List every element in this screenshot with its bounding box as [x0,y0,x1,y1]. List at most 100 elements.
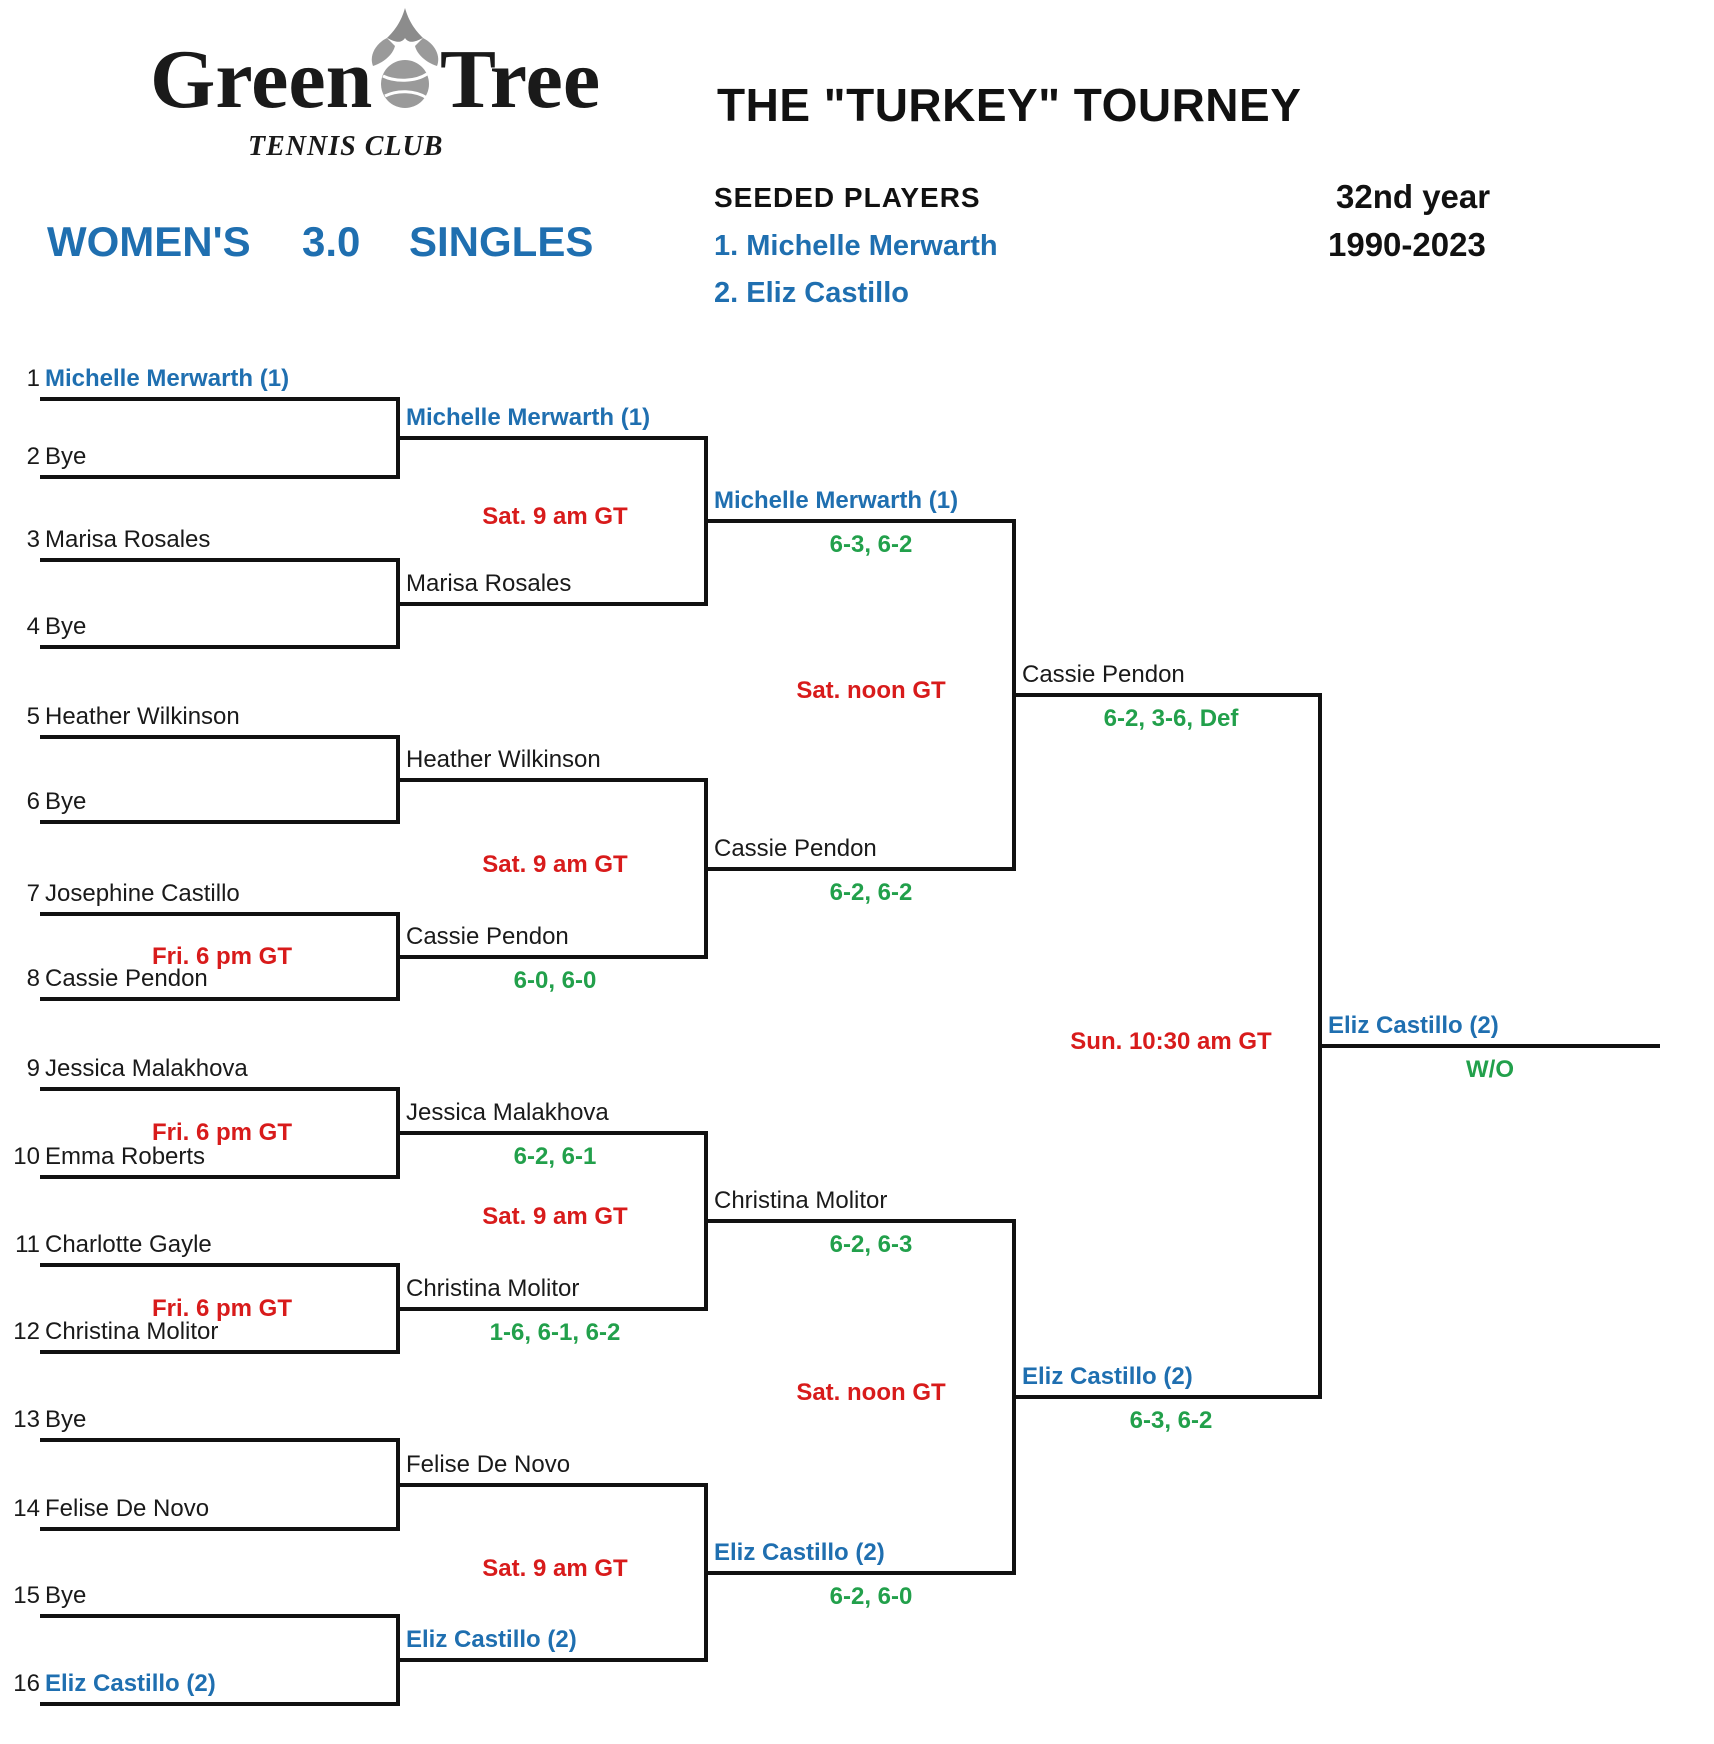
r1-slot-line [40,475,400,479]
r2-match-time: Sat. 9 am GT [482,503,628,530]
r2-slot-line [400,778,708,782]
r1-player-name: Bye [45,788,87,815]
final-connector [1318,693,1322,1399]
seeded-players-heading: SEEDED PLAYERS [714,182,981,213]
draw-position-number: 8 [26,965,40,992]
logo-word-green: Green [150,33,373,126]
r1-player-name: Bye [45,613,87,640]
r1-player-name: Michelle Merwarth (1) [45,365,290,392]
r2-match-time: Sat. 9 am GT [482,1554,628,1582]
draw-position-number: 3 [26,526,40,553]
qf-match-time: Sat. noon GT [796,1379,946,1406]
r1-player-name: Bye [45,443,87,470]
r1-player-name: Christina Molitor [45,1318,219,1345]
qf-slot-line [708,867,1016,871]
r1-player-name: Cassie Pendon [45,965,208,992]
draw-position-number: 7 [26,880,40,907]
r2-slot-line [400,955,708,959]
division-gender: WOMEN'S [47,218,251,265]
r1-match-connector [396,558,400,649]
qf-match-score: 6-2, 6-3 [829,1231,913,1258]
r1-player-name: Bye [45,1406,87,1433]
r2-slot-line [400,1307,708,1311]
r2-player-name: Michelle Merwarth (1) [406,404,651,431]
qf-match-connector [1012,1219,1016,1575]
r1-slot-line [40,558,400,562]
draw-position-number: 9 [26,1055,40,1082]
r1-slot-line [40,1087,400,1091]
qf-player-name: Christina Molitor [714,1187,888,1214]
qf-match-score: 6-2, 6-2 [829,879,913,906]
sf-match-score: 6-3, 6-2 [1129,1407,1213,1434]
r1-match-time: Fri. 6 pm GT [151,1294,292,1322]
r1-slot-line [40,1175,400,1179]
r1-match-time: Fri. 6 pm GT [151,1119,292,1146]
qf-match-score: 6-3, 6-2 [829,531,913,558]
final-match-time: Sun. 10:30 am GT [1070,1028,1272,1055]
r1-slot-line [40,1263,400,1267]
champion-name: Eliz Castillo (2) [1328,1012,1499,1039]
r2-match-time: Sat. 9 am GT [482,850,628,878]
qf-slot-line [708,1219,1016,1223]
sf-match-score: 6-2, 3-6, Def [1103,705,1239,732]
r2-match-connector [704,436,708,606]
division-type: SINGLES [409,218,594,265]
r2-match-score: 6-2, 6-1 [513,1143,597,1170]
qf-slot-line [708,519,1016,523]
tournament-title: THE "TURKEY" TOURNEY [717,79,1302,131]
sf-slot-line [1016,1395,1322,1399]
r1-slot-line [40,1527,400,1531]
r2-slot-line [400,1483,708,1487]
qf-slot-line [708,1571,1016,1575]
seeded-player-1: 1. Michelle Merwarth [714,230,998,262]
r2-slot-line [400,602,708,606]
division-level: 3.0 [302,218,361,265]
r1-player-name: Marisa Rosales [45,526,211,553]
r2-match-connector [704,1483,708,1662]
r1-player-name: Felise De Novo [45,1495,210,1522]
draw-position-number: 16 [13,1670,40,1697]
edition-year: 32nd year [1336,178,1491,215]
r2-match-connector [704,1131,708,1311]
r1-player-name: Emma Roberts [45,1143,206,1170]
r1-slot-line [40,1438,400,1442]
r1-match-connector [396,1087,400,1179]
r1-match-connector [396,912,400,1001]
qf-match-connector [1012,519,1016,871]
qf-match-time: Sat. noon GT [796,677,946,704]
r1-player-name: Heather Wilkinson [45,703,240,730]
draw-position-number: 6 [26,788,40,815]
sf-player-name: Cassie Pendon [1022,661,1185,688]
r1-slot-line [40,735,400,739]
r1-slot-line [40,912,400,916]
tennis-ball-leaf-icon [371,8,439,108]
r2-player-name: Marisa Rosales [406,570,572,597]
r1-slot-line [40,820,400,824]
sf-slot-line [1016,693,1322,697]
draw-position-number: 13 [13,1406,40,1433]
r2-slot-line [400,436,708,440]
draw-position-number: 1 [26,365,40,392]
r1-player-name: Josephine Castillo [45,880,240,907]
r1-slot-line [40,397,400,401]
seeded-player-2: 2. Eliz Castillo [714,277,909,309]
draw-position-number: 15 [13,1582,40,1609]
r2-slot-line [400,1131,708,1135]
r1-slot-line [40,645,400,649]
sf-player-name: Eliz Castillo (2) [1022,1363,1193,1390]
qf-player-name: Cassie Pendon [714,835,877,862]
r1-match-connector [396,1438,400,1531]
r2-player-name: Jessica Malakhova [406,1099,609,1126]
r1-match-time: Fri. 6 pm GT [151,942,292,970]
r1-player-name: Jessica Malakhova [45,1055,248,1082]
r2-player-name: Eliz Castillo (2) [406,1626,577,1653]
draw-position-number: 2 [26,443,40,470]
draw-position-number: 5 [26,703,40,730]
r2-match-connector [704,778,708,959]
qf-player-name: Michelle Merwarth (1) [714,487,959,514]
champion-slot-line [1322,1044,1660,1048]
r2-slot-line [400,1658,708,1662]
r2-match-score: 6-0, 6-0 [513,967,597,994]
r1-player-name: Bye [45,1582,87,1609]
